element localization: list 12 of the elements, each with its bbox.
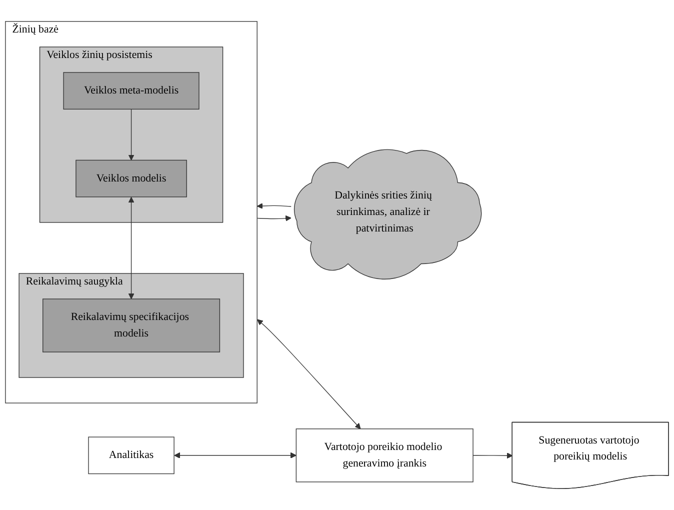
arrow (128, 108, 134, 160)
arrow (128, 196, 134, 300)
arrow (256, 203, 292, 209)
node-box: Reikalavimų specifikacijos modelis (42, 298, 220, 352)
node-box: Veiklos meta-modelis (63, 72, 200, 110)
arrow (472, 452, 513, 459)
arrow (174, 452, 296, 458)
node-box: Analitikas (88, 436, 174, 474)
arrow (257, 319, 361, 430)
arrow (256, 215, 292, 222)
node-box: Vartotojo poreikio modelio generavimo įrankis (296, 428, 474, 482)
node-box: Veiklos modelis (76, 160, 187, 198)
